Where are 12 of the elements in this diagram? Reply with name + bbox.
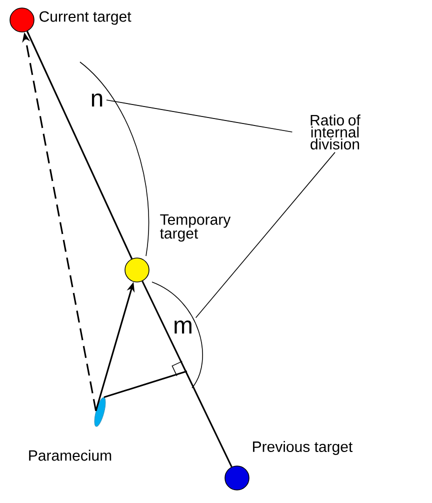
leader-line xyxy=(106,100,293,132)
ratio-letter: m xyxy=(174,320,192,334)
target-label: Temporary target xyxy=(160,214,231,242)
connecting-line xyxy=(142,280,232,468)
connecting-line xyxy=(26,30,133,260)
note-text: Ratio of internal division xyxy=(310,114,360,150)
target-label: Previous target xyxy=(253,441,353,455)
connecting-line xyxy=(104,370,188,398)
ratio-letter: n xyxy=(92,94,102,106)
target-label: Paramecium xyxy=(29,450,112,461)
target-label: Current target xyxy=(40,11,132,25)
leader-line xyxy=(195,152,336,318)
